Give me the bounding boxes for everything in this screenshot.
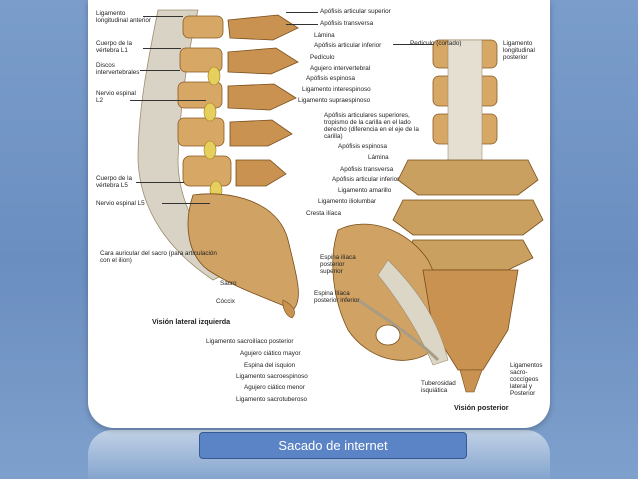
label-apofisis-espinosa-posterior: Apófisis espinosa bbox=[338, 143, 388, 150]
leader-line bbox=[143, 48, 181, 49]
label-lamina-posterior: Lámina bbox=[368, 154, 389, 161]
label-apofisis-articular-superior: Apófisis articular superior bbox=[320, 8, 391, 15]
label-sacro: Sacro bbox=[220, 280, 237, 287]
leader-line bbox=[140, 70, 180, 71]
label-ligamento-amarillo: Ligamento amarillo bbox=[338, 187, 392, 194]
label-cresta-iliaca: Cresta ilíaca bbox=[306, 210, 341, 217]
label-apofisis-articular-inferior: Apófisis articular inferior bbox=[314, 42, 382, 49]
posterior-view-title: Visión posterior bbox=[454, 403, 509, 412]
anatomy-illustration-card: Ligamento longitudinal anterior Cuerpo d… bbox=[88, 0, 550, 428]
lateral-view-title: Visión lateral izquierda bbox=[152, 317, 231, 326]
label-espina-iliaca-posterior-inferior: Espina ilíaca posterior inferior bbox=[314, 290, 360, 304]
label-agujero-intervertebral: Agujero intervertebral bbox=[310, 65, 371, 72]
caption-box: Sacado de internet bbox=[199, 432, 467, 459]
leader-line bbox=[130, 100, 206, 101]
leader-line bbox=[136, 182, 184, 183]
label-ligamento-interespinoso: Ligamento interespinoso bbox=[302, 86, 371, 93]
caption-text: Sacado de internet bbox=[278, 438, 388, 453]
label-tuberosidad-isquiatica: Tuberosidad isquiática bbox=[421, 380, 456, 394]
label-nervio-espinal-l2: Nervio espinal L2 bbox=[96, 90, 136, 104]
label-discos-intervertebrales: Discos intervertebrales bbox=[96, 62, 140, 76]
label-ligamento-sacrotuberoso: Ligamento sacrotuberoso bbox=[236, 396, 308, 403]
label-ligamento-longitudinal-posterior: Ligamento longitudinal posterior bbox=[503, 40, 535, 61]
label-apofisis-transversa-posterior: Apófisis transversa bbox=[340, 166, 394, 173]
label-cara-auricular: Cara auricular del sacro (para articulac… bbox=[100, 250, 217, 264]
label-ligamento-longitudinal-anterior: Ligamento longitudinal anterior bbox=[96, 10, 151, 24]
label-agujero-ciatico-mayor: Agujero ciático mayor bbox=[240, 350, 301, 357]
label-cuerpo-vertebra-l1: Cuerpo de la vértebra L1 bbox=[96, 40, 133, 54]
label-coccix: Cóccix bbox=[216, 298, 235, 305]
label-apofisis-espinosa: Apófisis espinosa bbox=[306, 75, 356, 82]
leader-line bbox=[286, 12, 318, 13]
label-ligamento-iliolumbar: Ligamento iliolumbar bbox=[318, 198, 377, 205]
label-apofisis-articulares-superiores: Apófisis articulares superiores, tropism… bbox=[324, 112, 419, 140]
label-espina-isquion: Espina del isquion bbox=[244, 362, 296, 369]
leader-line bbox=[286, 24, 318, 25]
leader-line bbox=[162, 203, 210, 204]
spine-illustration bbox=[137, 9, 544, 393]
label-apofisis-articular-inferior-posterior: Apófisis articular inferior bbox=[332, 176, 400, 183]
label-pediculo-cortado: Pedículo (cortado) bbox=[410, 40, 462, 47]
label-ligamentos-sacrococcigeos: Ligamentos sacro-coccígeos lateral y Pos… bbox=[510, 362, 543, 397]
label-ligamento-supraespinoso: Ligamento supraespinoso bbox=[298, 97, 371, 104]
label-lamina: Lámina bbox=[314, 32, 335, 39]
label-nervio-espinal-l5: Nervio espinal L5 bbox=[96, 200, 145, 207]
leader-line bbox=[143, 16, 183, 17]
label-ligamento-sacroiliaco-posterior: Ligamento sacroilíaco posterior bbox=[206, 338, 294, 345]
leader-line bbox=[393, 44, 433, 45]
label-cuerpo-vertebra-l5: Cuerpo de la vértebra L5 bbox=[96, 175, 133, 189]
label-ligamento-sacroespinoso: Ligamento sacroespinoso bbox=[236, 373, 308, 380]
label-apofisis-transversa: Apófisis transversa bbox=[320, 20, 374, 27]
label-agujero-ciatico-menor: Agujero ciático menor bbox=[244, 384, 305, 391]
label-pediculo: Pedículo bbox=[310, 54, 335, 61]
label-espina-iliaca-posterior-superior: Espina ilíaca posterior superior bbox=[320, 254, 356, 275]
